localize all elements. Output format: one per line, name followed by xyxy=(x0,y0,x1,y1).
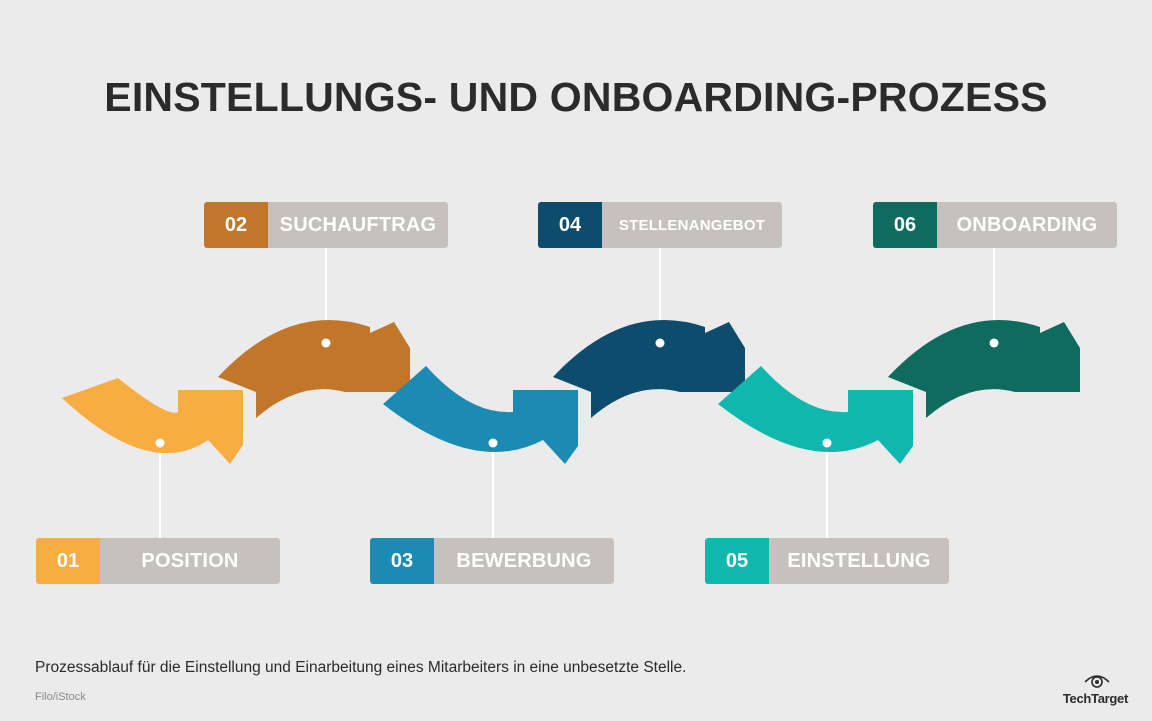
step-label: SUCHAUFTRAG xyxy=(268,202,448,248)
step-01: 01 POSITION xyxy=(36,538,280,584)
step-number: 01 xyxy=(36,538,100,584)
eye-icon xyxy=(1084,675,1110,688)
connector-dot-03 xyxy=(488,438,498,448)
step-label: STELLENANGEBOT xyxy=(602,202,782,248)
step-05: 05 EINSTELLUNG xyxy=(705,538,949,584)
step-label: EINSTELLUNG xyxy=(769,538,949,584)
connector-dot-06 xyxy=(989,338,999,348)
connector-dot-01 xyxy=(155,438,165,448)
image-credit: Filo/iStock xyxy=(35,691,86,703)
step-number: 04 xyxy=(538,202,602,248)
step-04: 04 STELLENANGEBOT xyxy=(538,202,782,248)
step-label: BEWERBUNG xyxy=(434,538,614,584)
connector-dot-04 xyxy=(655,338,665,348)
arrow-step-06 xyxy=(888,319,1080,418)
logo-text: TechTarget xyxy=(1062,691,1128,706)
step-03: 03 BEWERBUNG xyxy=(370,538,614,584)
arrow-step-04 xyxy=(553,319,745,418)
step-number: 05 xyxy=(705,538,769,584)
arrow-step-03 xyxy=(383,366,578,464)
page-title: EINSTELLUNGS- UND ONBOARDING-PROZESS xyxy=(104,74,1048,120)
connector-dot-05 xyxy=(822,438,832,448)
arrow-step-01 xyxy=(62,378,243,464)
step-number: 06 xyxy=(873,202,937,248)
techtarget-logo: TechTarget xyxy=(1058,672,1128,712)
connector-dot-02 xyxy=(321,338,331,348)
step-number: 02 xyxy=(204,202,268,248)
step-06: 06 ONBOARDING xyxy=(873,202,1117,248)
arrow-step-05 xyxy=(718,366,913,464)
caption: Prozessablauf für die Einstellung und Ei… xyxy=(35,659,687,676)
step-label: POSITION xyxy=(100,538,280,584)
arrow-step-02 xyxy=(218,319,410,418)
step-label: ONBOARDING xyxy=(937,202,1117,248)
step-number: 03 xyxy=(370,538,434,584)
step-02: 02 SUCHAUFTRAG xyxy=(204,202,448,248)
